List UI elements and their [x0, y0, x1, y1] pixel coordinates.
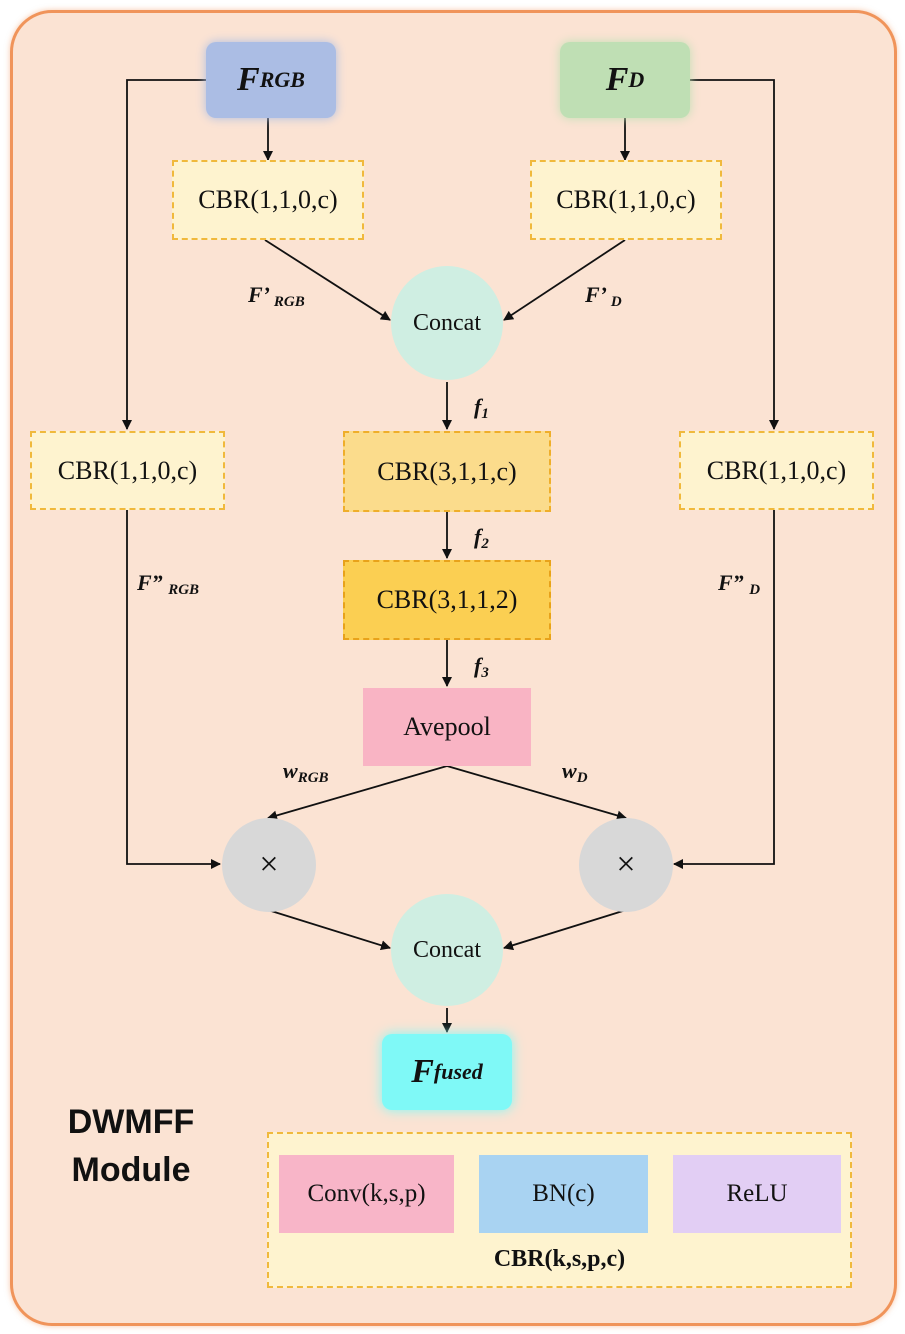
- input-frgb-sub: RGB: [259, 67, 305, 92]
- label-w-rgb-main: w: [283, 758, 298, 783]
- path-right-to-multiply: [673, 510, 775, 869]
- label-f-dprime-rgb-sub: RGB: [168, 582, 200, 598]
- label-f-dprime-rgb: F” RGB: [137, 570, 199, 599]
- label-f3: f3: [474, 653, 489, 682]
- label-f-prime-d: F’ D: [585, 282, 622, 311]
- label-f-dprime-rgb-main: F”: [137, 570, 163, 595]
- cbr-side-right: CBR(1,1,0,c): [679, 431, 874, 510]
- module-title-line-1: DWMFF: [67, 1103, 195, 1141]
- multiply-node-right: ×: [579, 818, 673, 912]
- cbr-side-left: CBR(1,1,0,c): [30, 431, 225, 510]
- arrow-avepool-to-mul-right: [446, 765, 627, 821]
- module-title-line-2: Module: [71, 1151, 191, 1189]
- label-f3-sub: 3: [481, 665, 489, 681]
- cbr-mid-2: CBR(3,1,1,2): [343, 560, 551, 640]
- label-f2-main: f: [474, 524, 482, 549]
- arrow-cbr-left-to-concat: [264, 239, 391, 321]
- label-f-dprime-d-main: F”: [718, 570, 744, 595]
- output-ffused-main: F: [411, 1053, 434, 1090]
- arrow-mul-right-to-concat: [503, 909, 627, 951]
- label-f1-main: f: [474, 394, 482, 419]
- label-f-prime-rgb-sub: RGB: [273, 294, 305, 310]
- label-f-dprime-d: F” D: [718, 570, 760, 599]
- label-f-prime-rgb-main: F’: [248, 282, 269, 307]
- path-fd-bypass: [690, 79, 779, 430]
- multiply-node-left: ×: [222, 818, 316, 912]
- arrow-cbr-right-to-concat: [503, 239, 626, 321]
- concat-node-1: Concat: [391, 266, 503, 380]
- label-w-rgb-sub: RGB: [297, 770, 329, 786]
- cbr-mid-1: CBR(3,1,1,c): [343, 431, 551, 512]
- label-f3-main: f: [474, 653, 482, 678]
- label-w-rgb: wRGB: [283, 758, 329, 787]
- label-f1-sub: 1: [481, 406, 489, 422]
- avepool-block: Avepool: [363, 688, 531, 766]
- label-w-d: wD: [562, 758, 588, 787]
- legend-conv: Conv(k,s,p): [279, 1155, 454, 1233]
- path-left-to-multiply: [126, 510, 221, 869]
- label-f-prime-d-main: F’: [585, 282, 606, 307]
- arrow-avepool-to-mul-left: [267, 765, 448, 821]
- path-frgb-bypass: [122, 79, 206, 430]
- input-frgb-main: F: [237, 61, 260, 98]
- arrow-mul-left-to-concat: [267, 909, 391, 951]
- label-w-d-main: w: [562, 758, 577, 783]
- legend-caption: CBR(k,s,p,c): [493, 1246, 626, 1272]
- legend-bn: BN(c): [479, 1155, 648, 1233]
- module-title: DWMFF Module: [36, 1098, 226, 1194]
- cbr-top-left: CBR(1,1,0,c): [172, 160, 364, 240]
- label-f-dprime-d-sub: D: [749, 582, 761, 598]
- legend-relu: ReLU: [673, 1155, 841, 1233]
- cbr-top-right: CBR(1,1,0,c): [530, 160, 722, 240]
- label-f-prime-rgb: F’ RGB: [248, 282, 305, 311]
- label-f2: f2: [474, 524, 489, 553]
- input-fd-main: F: [605, 61, 629, 98]
- label-f2-sub: 2: [481, 536, 489, 552]
- input-fd-sub: D: [628, 67, 645, 92]
- output-ffused-sub: fused: [433, 1059, 483, 1084]
- label-f-prime-d-sub: D: [610, 294, 622, 310]
- label-f1: f1: [474, 394, 489, 423]
- concat-node-2: Concat: [391, 894, 503, 1006]
- label-w-d-sub: D: [576, 770, 588, 786]
